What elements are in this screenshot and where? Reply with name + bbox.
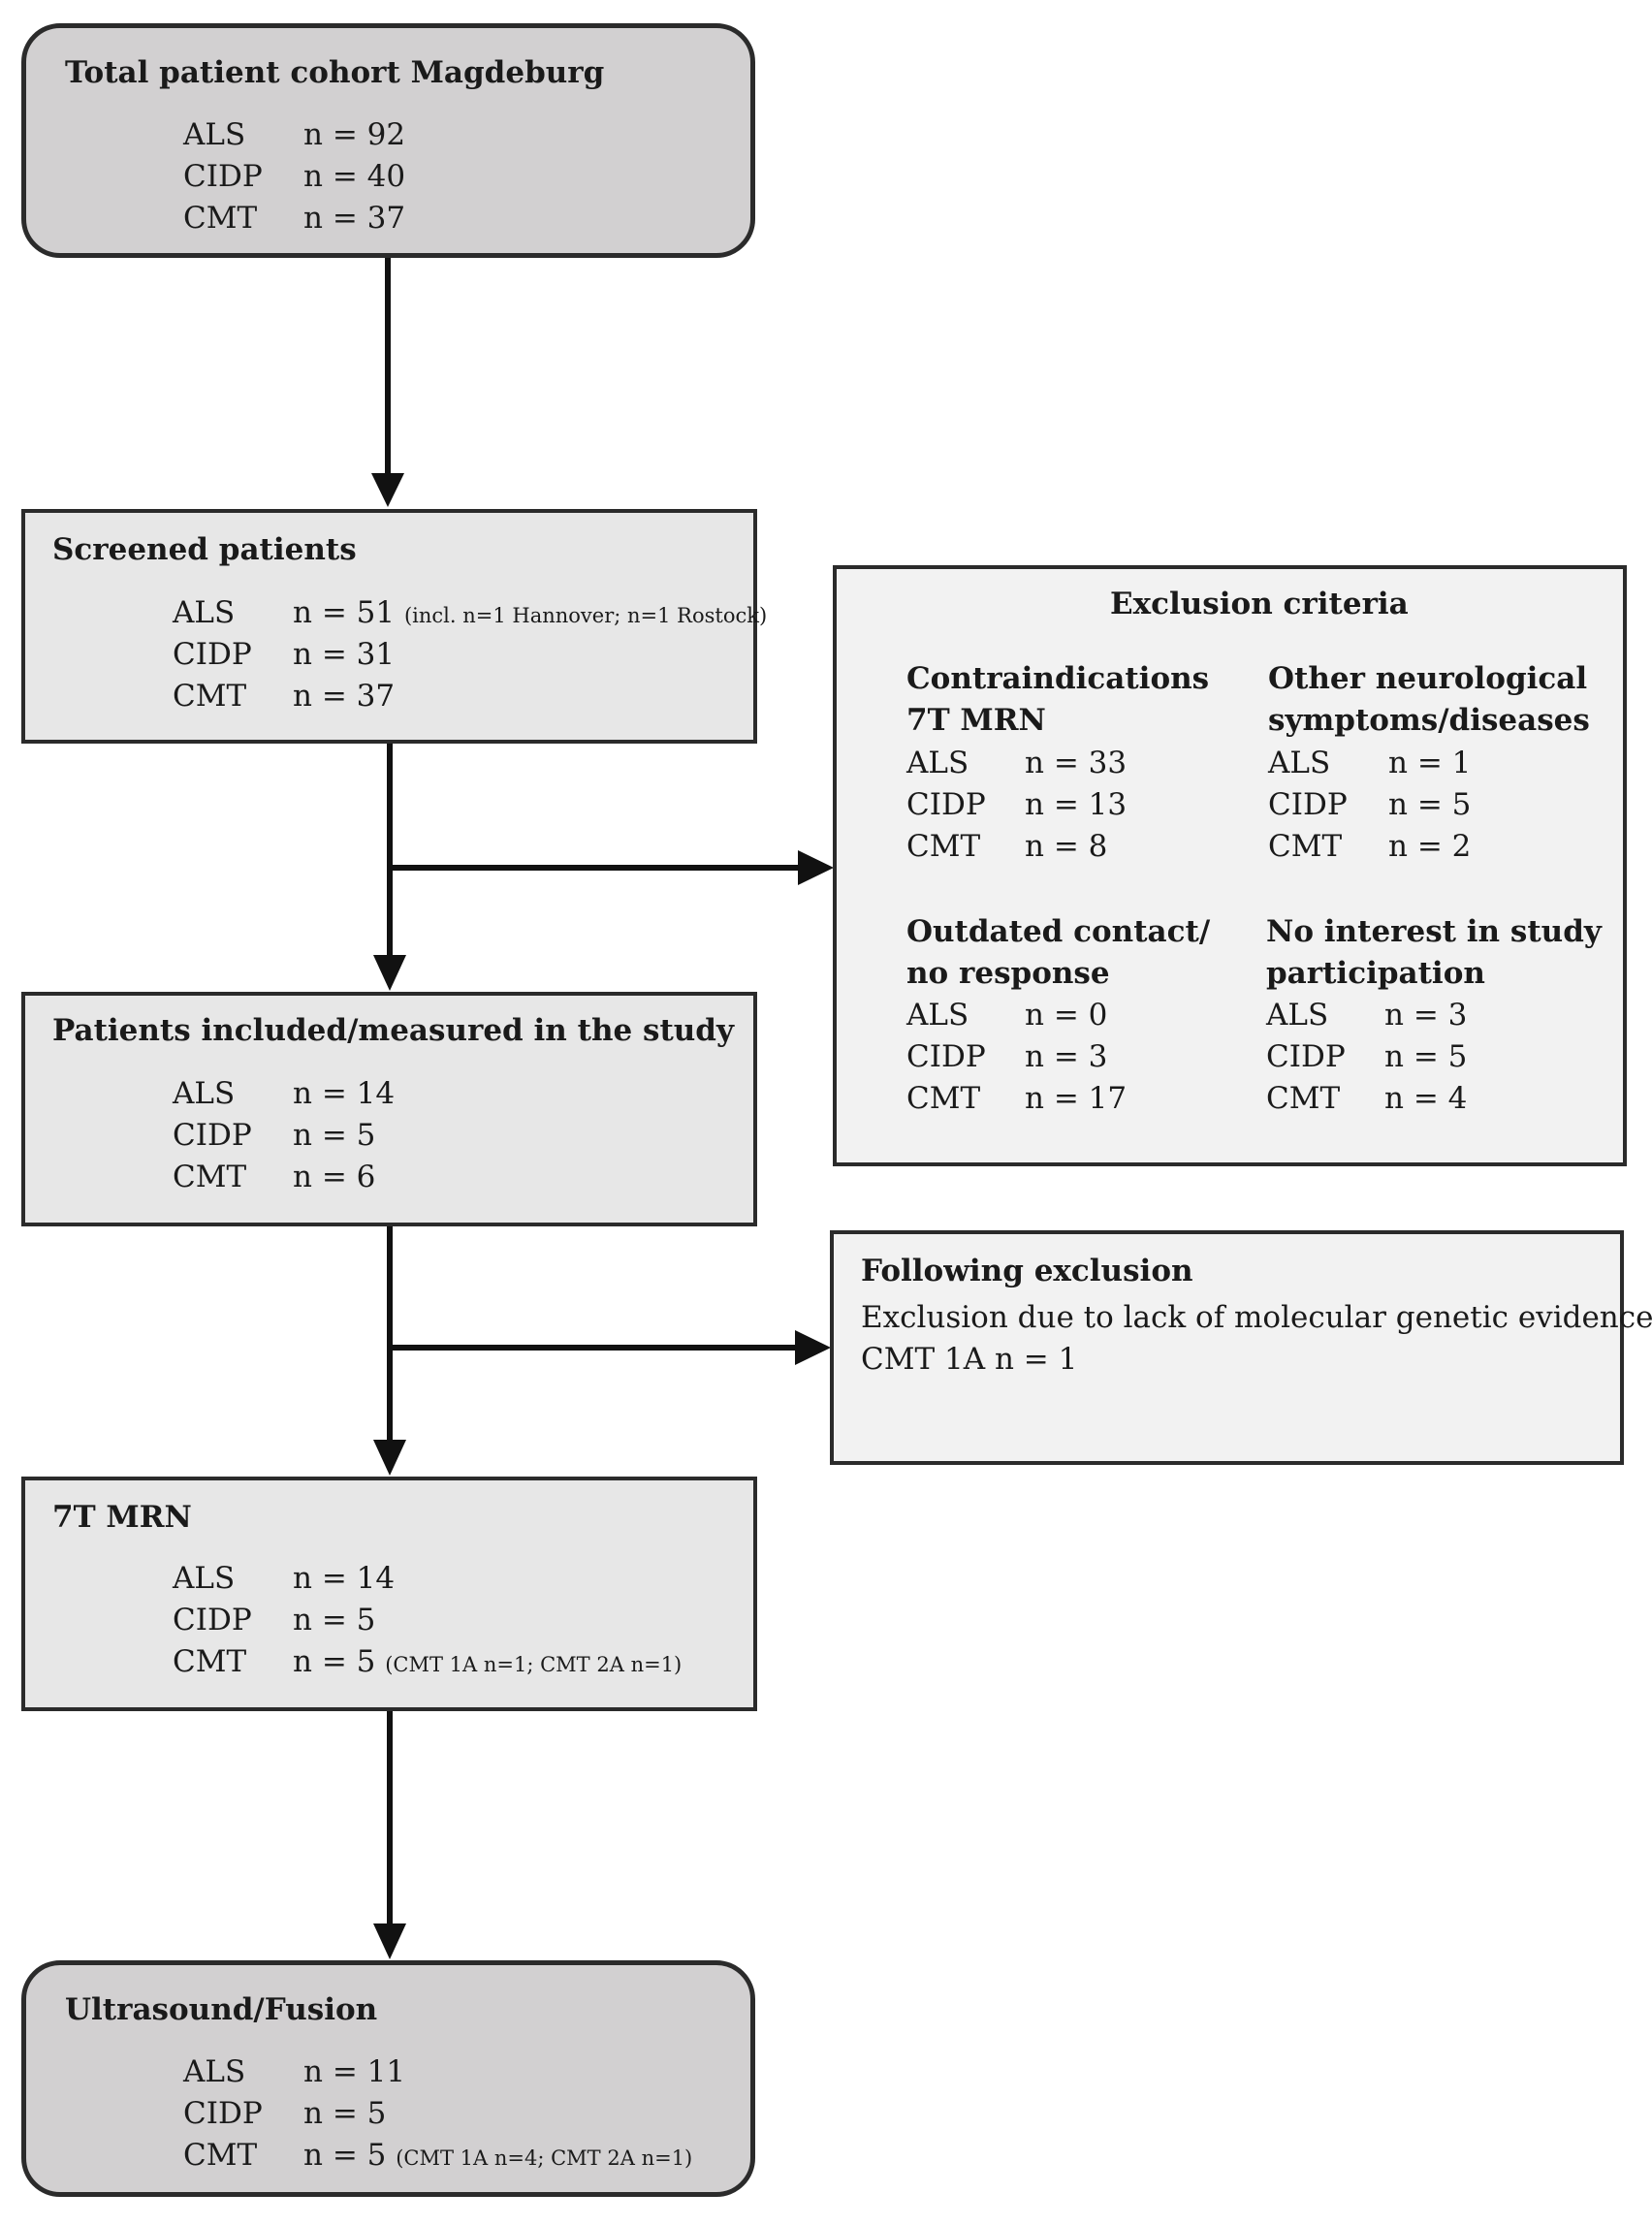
exclusion-criteria-box: Exclusion criteria Contraindications 7T …	[833, 565, 1627, 1166]
row-label: CMT	[1268, 829, 1343, 864]
row-label: CMT	[173, 679, 247, 714]
row-value: n = 51 (incl. n=1 Hannover; n=1 Rostock)	[293, 595, 767, 630]
row-value: n = 3	[1384, 998, 1468, 1033]
following-title: Following exclusion	[861, 1254, 1193, 1288]
row-value: n = 14	[293, 1561, 396, 1596]
row-value: n = 1	[1388, 746, 1472, 780]
row-value: n = 5 (CMT 1A n=1; CMT 2A n=1)	[293, 1644, 682, 1679]
row-note: (incl. n=1 Hannover; n=1 Rostock)	[403, 604, 768, 627]
exclusion-group-heading: Other neurological	[1268, 661, 1588, 696]
arrowhead-ultrasound	[373, 1923, 406, 1959]
row-label: CIDP	[1268, 787, 1348, 822]
row-label: CIDP	[906, 1039, 986, 1074]
row-label: CMT	[906, 829, 981, 864]
row-value: n = 5	[293, 1118, 376, 1153]
row-label: ALS	[906, 746, 969, 780]
row-value: n = 92	[303, 117, 406, 152]
row-value: n = 8	[1025, 829, 1108, 864]
row-label: CIDP	[1266, 1039, 1346, 1074]
row-value-text: n = 5	[293, 1644, 376, 1679]
row-value: n = 33	[1025, 746, 1128, 780]
screened-box: Screened patients ALS n = 51 (incl. n=1 …	[21, 509, 767, 744]
mrn-title: 7T MRN	[52, 1500, 192, 1535]
row-label: ALS	[173, 1076, 236, 1111]
row-value: n = 0	[1025, 998, 1108, 1033]
row-value: n = 5	[303, 2096, 387, 2131]
row-value-text: n = 51	[293, 595, 396, 630]
row-value: n = 14	[293, 1076, 396, 1111]
row-label: CIDP	[173, 637, 252, 672]
row-value: n = 5 (CMT 1A n=4; CMT 2A n=1)	[303, 2138, 692, 2173]
row-label: CIDP	[183, 159, 263, 194]
row-value: n = 2	[1388, 829, 1472, 864]
exclusion-group-heading: no response	[906, 956, 1110, 991]
row-label: ALS	[173, 595, 236, 630]
arrowhead-mrn	[373, 1440, 406, 1476]
row-label: CIDP	[173, 1118, 252, 1153]
row-value: n = 3	[1025, 1039, 1108, 1074]
row-value: n = 13	[1025, 787, 1128, 822]
row-label: CMT	[173, 1160, 247, 1194]
row-label: CMT	[1266, 1081, 1341, 1116]
exclusion-group-heading: No interest in study	[1266, 914, 1602, 949]
exclusion-group-heading: participation	[1266, 956, 1485, 991]
row-label: CMT	[183, 201, 258, 236]
exclusion-group-heading: Outdated contact/	[906, 914, 1211, 949]
arrowhead-exclusion	[798, 850, 834, 885]
exclusion-group-heading: symptoms/diseases	[1268, 703, 1590, 738]
following-exclusion-box: Following exclusion Exclusion due to lac…	[830, 1230, 1652, 1465]
exclusion-title: Exclusion criteria	[1110, 587, 1409, 621]
total-cohort-box: Total patient cohort Magdeburg ALS n = 9…	[21, 23, 755, 258]
arrowhead-following	[795, 1330, 831, 1365]
row-label: CMT	[906, 1081, 981, 1116]
row-label: ALS	[183, 2054, 246, 2089]
row-value: n = 5	[1388, 787, 1472, 822]
screened-title: Screened patients	[52, 532, 357, 567]
row-value: n = 4	[1384, 1081, 1468, 1116]
row-value: n = 37	[303, 201, 406, 236]
row-value: n = 40	[303, 159, 406, 194]
row-label: ALS	[906, 998, 969, 1033]
row-label: CMT	[173, 1644, 247, 1679]
row-label: CIDP	[173, 1603, 252, 1637]
arrowhead-included	[373, 955, 406, 991]
row-value: n = 37	[293, 679, 396, 714]
following-count: CMT 1A n = 1	[861, 1342, 1078, 1377]
row-value: n = 31	[293, 637, 396, 672]
row-value: n = 5	[293, 1603, 376, 1637]
included-box: Patients included/measured in the study …	[21, 992, 757, 1226]
total-cohort-title: Total patient cohort Magdeburg	[65, 55, 605, 90]
ultrasound-box: Ultrasound/Fusion ALS n = 11 CIDP n = 5 …	[21, 1960, 755, 2197]
row-value-text: n = 5	[303, 2138, 387, 2173]
row-note: (CMT 1A n=4; CMT 2A n=1)	[396, 2146, 693, 2170]
arrowhead-screened	[371, 473, 404, 507]
row-label: ALS	[1268, 746, 1331, 780]
row-value: n = 5	[1384, 1039, 1468, 1074]
row-label: CIDP	[183, 2096, 263, 2131]
row-note: (CMT 1A n=1; CMT 2A n=1)	[385, 1653, 683, 1676]
mrn-box: 7T MRN ALS n = 14 CIDP n = 5 CMT n = 5 (…	[21, 1477, 757, 1711]
row-label: CIDP	[906, 787, 986, 822]
included-title: Patients included/measured in the study	[52, 1013, 734, 1048]
row-value: n = 6	[293, 1160, 376, 1194]
following-reason: Exclusion due to lack of molecular genet…	[861, 1300, 1652, 1335]
row-label: CMT	[183, 2138, 258, 2173]
ultrasound-title: Ultrasound/Fusion	[65, 1992, 378, 2027]
row-label: ALS	[183, 117, 246, 152]
row-label: ALS	[1266, 998, 1329, 1033]
row-value: n = 17	[1025, 1081, 1128, 1116]
row-label: ALS	[173, 1561, 236, 1596]
row-value: n = 11	[303, 2054, 406, 2089]
exclusion-group-heading: 7T MRN	[906, 703, 1046, 738]
exclusion-group-heading: Contraindications	[906, 661, 1210, 696]
